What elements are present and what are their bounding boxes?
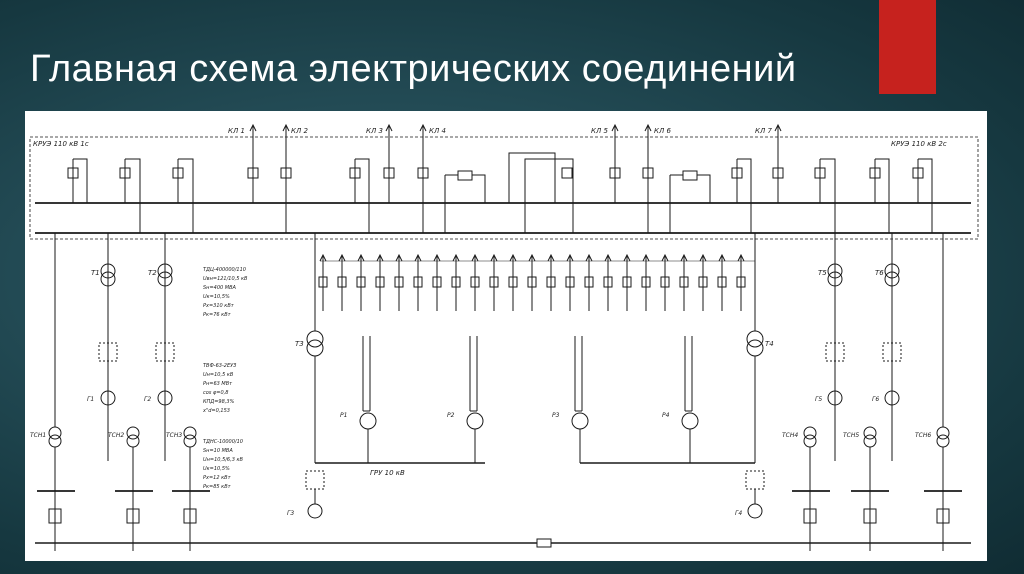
right-units: Т5 Т6 Г5 Г6 ТСН4 ТСН5 ТСН6 — [782, 233, 962, 551]
line-label-1: КЛ 1 — [228, 127, 245, 135]
generator-g3-label: Г3 — [287, 510, 294, 517]
svg-text:Pк=85 кВт: Pк=85 кВт — [203, 484, 232, 490]
transformer-t2-label: Т2 — [148, 269, 157, 277]
svg-text:КПД=98,3%: КПД=98,3% — [203, 399, 235, 405]
svg-text:ТДНС-10000/10: ТДНС-10000/10 — [203, 439, 243, 445]
feeder-9 — [470, 253, 480, 311]
aux-label-5: ТСН5 — [843, 432, 859, 439]
gru-section: Т3 Т4 Р1 Р2 Р3 Р4 ГРУ 10 кВ Г3 Г4 — [287, 233, 774, 519]
line-label-2: КЛ 2 — [291, 127, 308, 135]
transformer-t1-label: Т1 — [91, 269, 100, 277]
reactor-1-label: Р1 — [340, 412, 347, 419]
aux-label-3: ТСН3 — [166, 432, 182, 439]
aux-label-1: ТСН1 — [30, 432, 46, 439]
feeder-20 — [679, 253, 689, 311]
feeder-1 — [318, 253, 328, 311]
feeder-21 — [698, 253, 708, 311]
aux-label-2: ТСН2 — [108, 432, 124, 439]
svg-text:Pк=76 кВт: Pк=76 кВт — [203, 312, 232, 318]
feeder-2 — [337, 253, 347, 311]
svg-text:Uк=10,5%: Uк=10,5% — [203, 294, 230, 300]
svg-text:Pх=12 кВт: Pх=12 кВт — [203, 475, 232, 481]
outgoing-feeders — [318, 253, 755, 311]
spec-block-aux: ТДНС-10000/10 Sн=10 МВА Uн=10,5/6,3 кВ U… — [203, 439, 243, 490]
line-label-5: КЛ 5 — [591, 127, 608, 135]
feeder-10 — [489, 253, 499, 311]
slide-title: Главная схема электрических соединений — [30, 48, 797, 90]
line-label-3: КЛ 3 — [366, 127, 383, 135]
svg-text:x"d=0,153: x"d=0,153 — [202, 408, 230, 414]
svg-text:Sн=10 МВА: Sн=10 МВА — [203, 448, 233, 454]
feeder-16 — [603, 253, 613, 311]
gru-label: ГРУ 10 кВ — [370, 469, 405, 477]
line-feeders: КЛ 1 КЛ 2 КЛ 3 КЛ 4 КЛ 5 КЛ 6 КЛ 7 — [228, 123, 784, 233]
feeder-5 — [394, 253, 404, 311]
reactor-3-label: Р3 — [552, 412, 560, 419]
line-label-4: КЛ 4 — [429, 127, 446, 135]
feeder-6 — [413, 253, 423, 311]
feeder-7 — [432, 253, 442, 311]
feeder-11 — [508, 253, 518, 311]
generator-g4-label: Г4 — [735, 510, 742, 517]
svg-text:ТДЦ-400000/110: ТДЦ-400000/110 — [203, 267, 246, 273]
aux-label-4: ТСН4 — [782, 432, 798, 439]
feeder-18 — [641, 253, 651, 311]
feeder-14 — [565, 253, 575, 311]
aux-label-6: ТСН6 — [915, 432, 931, 439]
svg-text:Pх=310 кВт: Pх=310 кВт — [203, 303, 235, 309]
svg-text:Uк=10,5%: Uк=10,5% — [203, 466, 230, 472]
generator-g1-label: Г1 — [87, 396, 94, 403]
spec-block-transformer: ТДЦ-400000/110 Uвн=121/10,5 кВ Sн=400 МВ… — [203, 267, 248, 318]
transformer-t5-label: Т5 — [818, 269, 827, 277]
line-label-7: КЛ 7 — [755, 127, 772, 135]
feeder-4 — [375, 253, 385, 311]
svg-text:ТВФ-63-2ЕУЗ: ТВФ-63-2ЕУЗ — [203, 363, 237, 369]
reserve-bus-breaker — [536, 538, 552, 548]
electrical-schematic: КРУЭ 110 кВ 1с КРУЭ 110 кВ 2с КЛ 1 КЛ 2 … — [29, 123, 979, 551]
feeder-13 — [546, 253, 556, 311]
feeder-8 — [451, 253, 461, 311]
feeder-23 — [736, 253, 746, 311]
generator-g2-label: Г2 — [144, 396, 151, 403]
svg-text:Sн=400 МВА: Sн=400 МВА — [203, 285, 237, 291]
feeder-15 — [584, 253, 594, 311]
generator-g5-label: Г5 — [815, 396, 822, 403]
line-label-6: КЛ 6 — [654, 127, 671, 135]
feeder-12 — [527, 253, 537, 311]
feeder-19 — [660, 253, 670, 311]
switchgear-right-label: КРУЭ 110 кВ 2с — [891, 140, 947, 148]
spec-block-generator: ТВФ-63-2ЕУЗ Uн=10,5 кВ Pн=63 МВт cos φ=0… — [202, 363, 237, 414]
transformer-t3-label: Т3 — [295, 340, 304, 348]
reactor-2-label: Р2 — [447, 412, 455, 419]
feeder-3 — [356, 253, 366, 311]
schematic-panel: КРУЭ 110 кВ 1с КРУЭ 110 кВ 2с КЛ 1 КЛ 2 … — [25, 111, 987, 561]
feeder-17 — [622, 253, 632, 311]
reactor-4-label: Р4 — [662, 412, 670, 419]
left-units: Т1 Т2 Г1 Г2 ТСН1 ТСН2 ТСН3 — [30, 233, 210, 551]
accent-bar — [879, 0, 936, 94]
svg-text:Uн=10,5 кВ: Uн=10,5 кВ — [203, 372, 234, 378]
switchgear-enclosure — [29, 136, 979, 240]
generator-g6-label: Г6 — [872, 396, 879, 403]
svg-text:cos φ=0,8: cos φ=0,8 — [203, 390, 228, 396]
svg-text:Uвн=121/10,5 кВ: Uвн=121/10,5 кВ — [203, 276, 248, 282]
transformer-t6-label: Т6 — [875, 269, 884, 277]
switchgear-left-label: КРУЭ 110 кВ 1с — [33, 140, 89, 148]
feeder-22 — [717, 253, 727, 311]
switch-bays — [67, 152, 933, 233]
svg-text:Pн=63 МВт: Pн=63 МВт — [203, 381, 233, 387]
transformer-t4-label: Т4 — [765, 340, 774, 348]
svg-text:Uн=10,5/6,3 кВ: Uн=10,5/6,3 кВ — [203, 457, 243, 463]
